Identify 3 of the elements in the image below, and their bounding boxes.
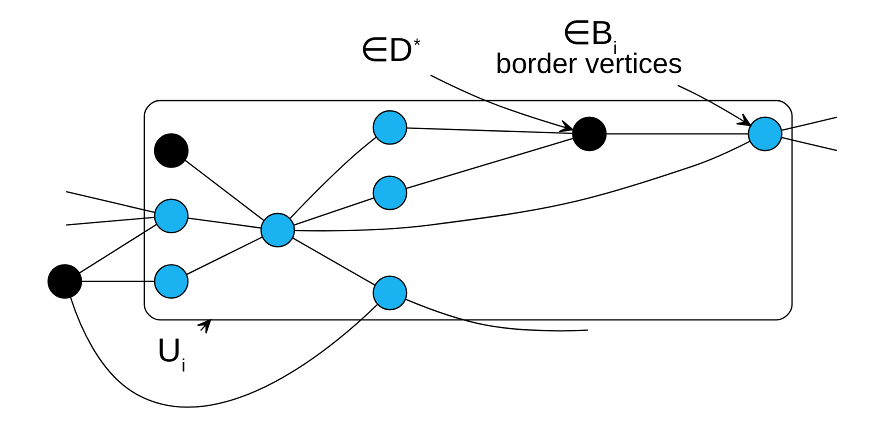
node-text: ∈D$^{*}$ [359, 32, 420, 70]
node-text: ∈B$_{i}$ border vertices [495, 14, 682, 80]
node-text: U$_{i}$ [156, 332, 186, 376]
